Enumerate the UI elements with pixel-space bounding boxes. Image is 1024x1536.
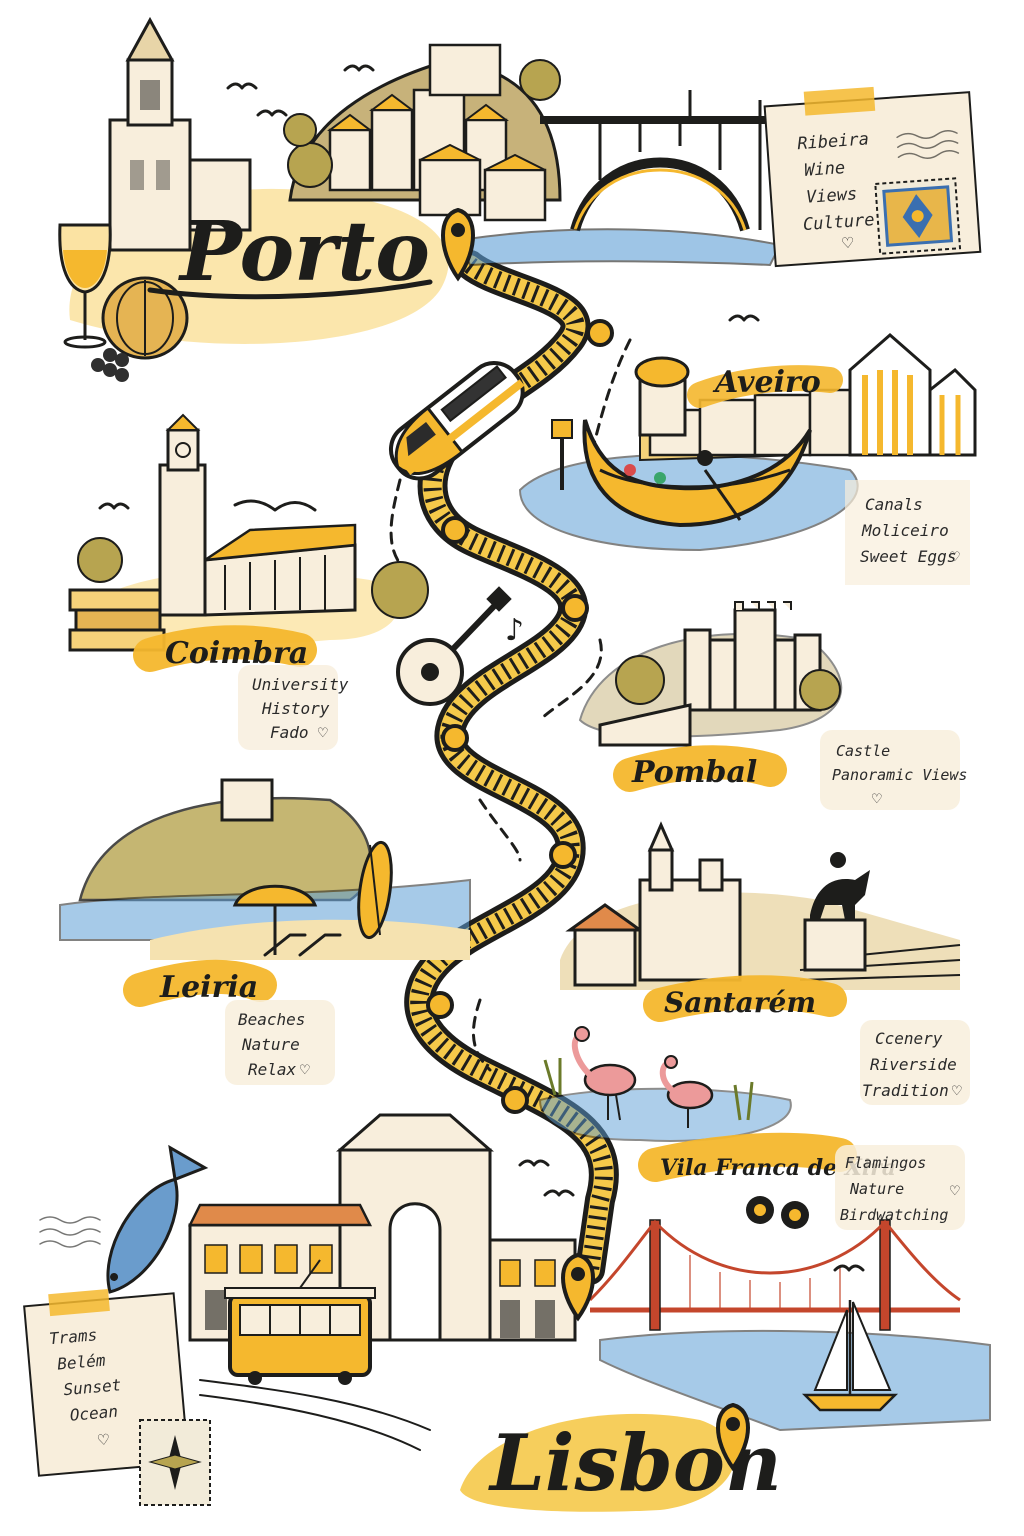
location-pin-icon <box>716 1402 750 1472</box>
santarem-note-2: Riverside <box>870 1055 957 1074</box>
vila-franca-heart-icon: ♡ <box>950 1181 960 1200</box>
stop-santarem <box>549 841 577 869</box>
lisbon-heart-icon: ♡ <box>97 1430 110 1452</box>
porto-note-4: Culture <box>802 210 875 235</box>
leiria-note-1: Beaches <box>238 1010 305 1029</box>
santarem-illustration: Santarém Ccenery Riverside Tradition ♡ <box>560 821 970 1105</box>
porto-postcard: Ribeira Wine Views Culture ♡ <box>763 86 982 268</box>
santarem-note-1: Ccenery <box>875 1029 943 1048</box>
wine-barrel-icon <box>101 276 189 360</box>
porto-notes: Ribeira Wine Views Culture <box>797 129 886 235</box>
leiria-note-3: Relax <box>248 1060 297 1079</box>
vila-franca-note-2: Nature <box>849 1180 904 1198</box>
sardine-icon <box>106 1144 209 1294</box>
aveiro-note-2: Moliceiro <box>861 521 949 540</box>
aveiro-heart-icon: ♡ <box>950 547 960 566</box>
sailboat-icon <box>801 1300 899 1412</box>
pombal-title: Pombal <box>631 755 757 790</box>
coimbra-illustration: Coimbra University History Fado ♡ ♪ <box>68 413 524 750</box>
wine-glass-icon <box>58 223 112 349</box>
flamingo-icon <box>571 1026 637 1121</box>
pombal-illustration: Pombal Castle Panoramic Views ♡ <box>578 601 967 810</box>
aveiro-illustration: Aveiro Canals Moliceiro Sweet Eggs ♡ <box>518 314 977 585</box>
pombal-heart-icon: ♡ <box>872 789 882 808</box>
aveiro-note-1: Canals <box>865 495 923 514</box>
stop-pombal <box>561 594 589 622</box>
stop-leiria <box>441 724 469 752</box>
coimbra-note-1: University <box>252 675 349 694</box>
surfboard-icon <box>357 840 393 940</box>
coimbra-heart-icon: ♡ <box>318 723 328 742</box>
coimbra-notes: University History Fado <box>252 675 358 742</box>
aveiro-title: Aveiro <box>712 365 821 400</box>
location-pin-icon <box>561 1252 595 1322</box>
pombal-notes: Castle Panoramic Views <box>832 742 967 784</box>
lisbon-note-4: Ocean <box>69 1402 119 1425</box>
vila-franca-notes: Flamingos Nature Birdwatching <box>840 1154 948 1224</box>
leiria-note-2: Nature <box>241 1035 300 1054</box>
station-stops <box>426 319 614 1114</box>
stop-extra <box>501 1086 529 1114</box>
flamingo-icon <box>659 1055 714 1128</box>
stop-aveiro <box>586 319 614 347</box>
lisbon-note-2: Belém <box>57 1351 107 1374</box>
grapes-icon <box>91 348 129 382</box>
santarem-title: Santarém <box>664 986 816 1019</box>
coimbra-note-2: History <box>261 699 330 718</box>
moliceiro-boat-icon <box>582 419 812 528</box>
santarem-notes: Ccenery Riverside Tradition <box>862 1029 966 1100</box>
portuguese-guitar-icon <box>396 586 512 706</box>
leiria-heart-icon: ♡ <box>300 1060 310 1079</box>
vila-franca-note-3: Birdwatching <box>840 1206 948 1224</box>
vila-franca-note-1: Flamingos <box>845 1154 926 1172</box>
tram-icon <box>224 1259 376 1385</box>
location-pin-icon <box>441 207 475 282</box>
lisbon-note-3: Sunset <box>63 1375 122 1399</box>
stop-coimbra <box>441 516 469 544</box>
equestrian-statue-icon <box>803 852 870 972</box>
vila-franca-illustration: Vila Franca de Xira Flamingos Nature Bir… <box>538 1026 965 1230</box>
beach-umbrella-icon <box>232 884 342 957</box>
stop-vila-franca <box>426 991 454 1019</box>
porto-title: Porto <box>178 204 430 300</box>
leiria-illustration: Leiria Beaches Nature Relax ♡ <box>59 778 471 1085</box>
santarem-note-3: Tradition <box>862 1081 949 1100</box>
santarem-heart-icon: ♡ <box>952 1081 962 1100</box>
porto-illustration: Porto <box>58 16 782 382</box>
binoculars-icon <box>746 1196 809 1229</box>
pombal-note-2: Panoramic Views <box>832 766 967 784</box>
porto-note-3: Views <box>805 184 857 208</box>
music-note-icon: ♪ <box>505 613 524 648</box>
leiria-title: Leiria <box>159 970 258 1005</box>
aveiro-notes: Canals Moliceiro Sweet Eggs <box>860 495 958 566</box>
lisbon-notes: Trams Belém Sunset Ocean <box>48 1323 134 1426</box>
train-icon <box>388 361 525 481</box>
leiria-notes: Beaches Nature Relax <box>238 1010 315 1079</box>
pombal-note-1: Castle <box>836 742 890 760</box>
porto-note-1: Ribeira <box>797 129 870 154</box>
lisbon-illustration: Lisbon <box>39 1113 991 1512</box>
porto-note-2: Wine <box>804 158 846 181</box>
lisbon-note-1: Trams <box>48 1325 98 1348</box>
porto-heart-icon: ♡ <box>842 233 854 255</box>
suspension-bridge-icon <box>588 1219 961 1331</box>
aveiro-note-3: Sweet Eggs <box>860 547 956 566</box>
compass-stamp-icon <box>139 1419 211 1506</box>
coimbra-note-3: Fado <box>270 723 309 742</box>
